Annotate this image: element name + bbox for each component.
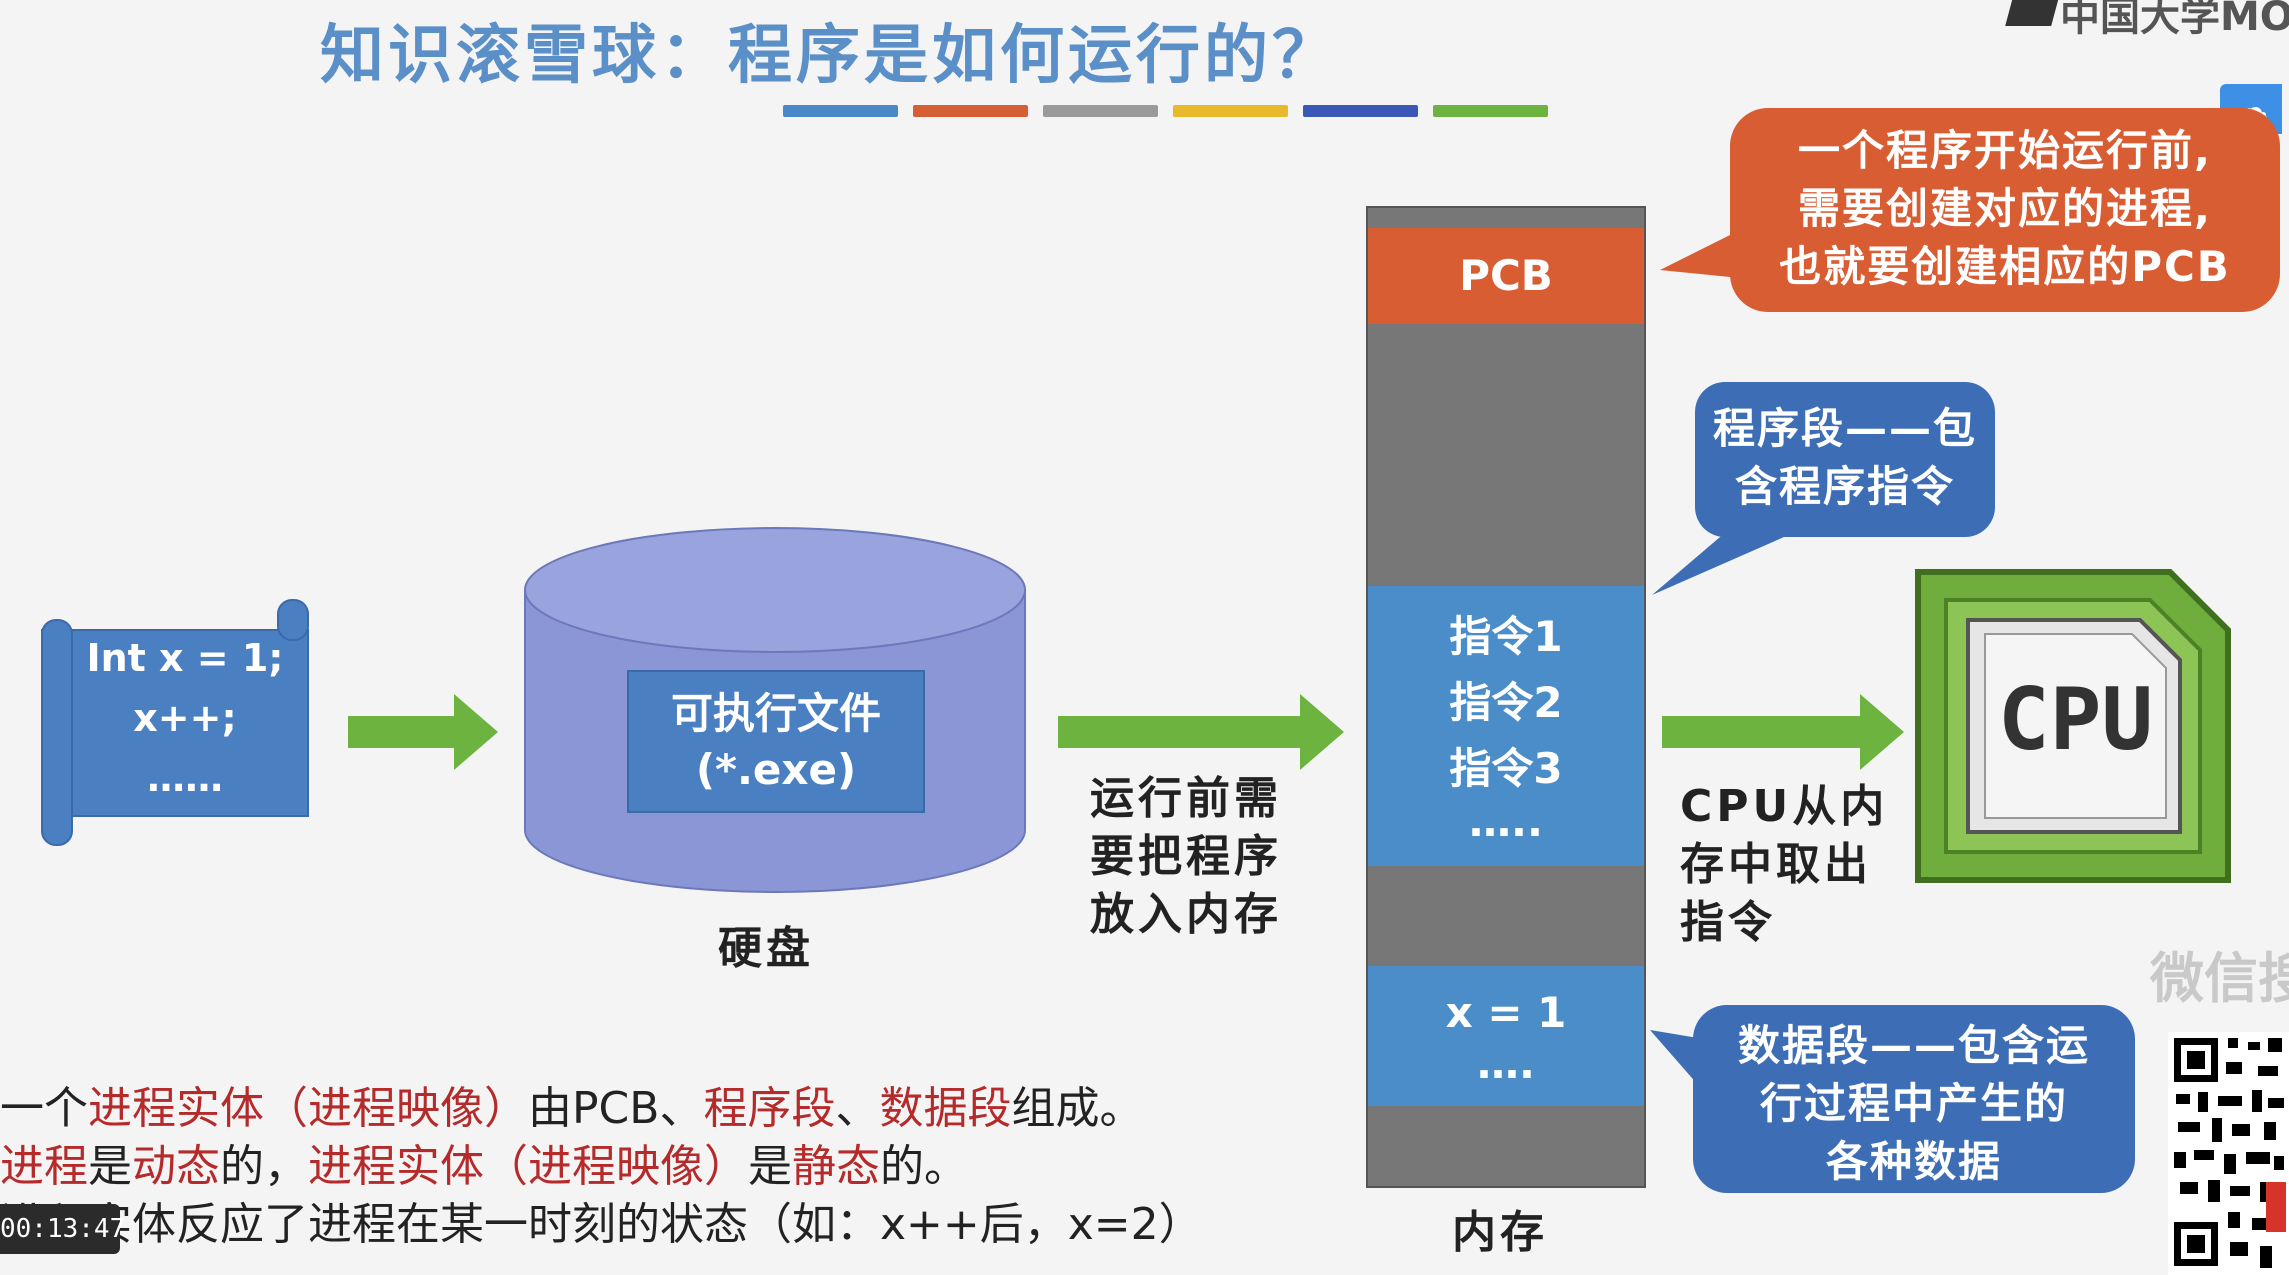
instruction-item: 指令3 bbox=[1449, 744, 1563, 793]
cpu-fetch-text: CPU从内 存中取出 指令 bbox=[1680, 778, 1888, 952]
executable-file-box: 可执行文件 (*.exe) bbox=[627, 670, 925, 813]
callout-line: 数据段——包含运 bbox=[1737, 1021, 2090, 1070]
load-text-line: 运行前需 bbox=[1090, 773, 1282, 824]
callout-line: 程序段——包 bbox=[1712, 404, 1977, 453]
code-line: …… bbox=[147, 756, 223, 800]
arrow-disk-to-memory bbox=[1058, 694, 1344, 770]
note-text: 是 bbox=[748, 1141, 792, 1192]
code-scroll-text: Int x = 1; x++; …… bbox=[60, 628, 310, 808]
callout-pcb: 一个程序开始运行前, 需要创建对应的进程, 也就要创建相应的PCB bbox=[1730, 108, 2280, 312]
callout-line: 一个程序开始运行前, bbox=[1798, 126, 2212, 175]
callout-line: 也就要创建相应的PCB bbox=[1779, 242, 2231, 291]
color-bar-segment bbox=[1433, 105, 1548, 117]
code-line: Int x = 1; bbox=[86, 636, 284, 680]
memory-pcb-block: PCB bbox=[1368, 228, 1644, 324]
exe-label-line2: (*.exe) bbox=[695, 745, 857, 794]
note-text: 、 bbox=[835, 1083, 880, 1134]
load-text-line: 要把程序 bbox=[1090, 831, 1282, 882]
note-text: 的， bbox=[220, 1141, 308, 1192]
memory-program-segment: 指令1 指令2 指令3 ….. bbox=[1368, 586, 1644, 866]
callout-data-segment: 数据段——包含运 行过程中产生的 各种数据 bbox=[1693, 1005, 2135, 1193]
note-line-2: 进程是动态的，进程实体（进程映像）是静态的。 bbox=[0, 1138, 1203, 1196]
callout-program-tail bbox=[1652, 520, 1800, 595]
page-title: 知识滚雪球：程序是如何运行的？ bbox=[320, 19, 1340, 93]
callout-program-segment: 程序段——包 含程序指令 bbox=[1695, 382, 1995, 537]
video-timestamp: 00:13:47 bbox=[0, 1204, 125, 1254]
note-text: 一个 bbox=[0, 1083, 88, 1134]
memory-data-segment: x = 1 …. bbox=[1368, 966, 1644, 1106]
note-line-1: 一个进程实体（进程映像）由PCB、程序段、数据段组成。 bbox=[0, 1080, 1203, 1138]
fetch-text-line: CPU从内 bbox=[1680, 781, 1889, 832]
pcb-label: PCB bbox=[1459, 251, 1553, 300]
note-text: 由PCB、 bbox=[528, 1083, 704, 1134]
instruction-item: 指令2 bbox=[1449, 678, 1563, 727]
memory-stack: PCB 指令1 指令2 指令3 ….. x = 1 …. bbox=[1366, 206, 1646, 1188]
cpu-chip-icon bbox=[1915, 569, 2231, 883]
callout-line: 含程序指令 bbox=[1734, 462, 1955, 511]
code-line: x++; bbox=[133, 696, 237, 740]
color-bar-segment bbox=[913, 105, 1028, 117]
mooc-logo-text: 中国大学MOOC bbox=[2060, 0, 2289, 40]
data-item: x = 1 bbox=[1445, 988, 1567, 1037]
note-emphasis: 动态 bbox=[132, 1141, 220, 1192]
note-emphasis: 进程 bbox=[0, 1141, 88, 1192]
note-text: 组成。 bbox=[1011, 1083, 1144, 1134]
disk-label: 硬盘 bbox=[718, 923, 814, 974]
title-color-bar bbox=[783, 105, 1548, 117]
callout-line: 各种数据 bbox=[1825, 1137, 2002, 1186]
cpu-label: CPU bbox=[1997, 670, 2154, 770]
note-emphasis: 进程实体（进程映像） bbox=[308, 1141, 748, 1192]
fetch-text-line: 存中取出 bbox=[1680, 839, 1872, 890]
note-text: 是 bbox=[88, 1141, 132, 1192]
arrow-code-to-disk bbox=[348, 694, 498, 770]
note-emphasis: 数据段 bbox=[879, 1083, 1012, 1134]
note-line-3: 进程实体反应了进程在某一时刻的状态（如：x++后，x=2） bbox=[0, 1199, 1203, 1250]
instruction-item: ….. bbox=[1469, 797, 1543, 846]
fetch-text-line: 指令 bbox=[1680, 897, 1776, 948]
note-emphasis: 程序段 bbox=[703, 1083, 836, 1134]
color-bar-segment bbox=[1303, 105, 1418, 117]
note-emphasis: 进程实体（进程映像） bbox=[88, 1083, 528, 1134]
qr-code-image[interactable] bbox=[2168, 1032, 2289, 1275]
code-scroll-shape bbox=[41, 599, 309, 846]
color-bar-segment bbox=[1043, 105, 1158, 117]
instruction-item: 指令1 bbox=[1449, 612, 1563, 661]
arrow-memory-to-cpu bbox=[1662, 694, 1904, 770]
callout-line: 行过程中产生的 bbox=[1759, 1079, 2068, 1128]
exe-label-line1: 可执行文件 bbox=[670, 689, 881, 738]
wechat-watermark: 微信搜 bbox=[2150, 947, 2289, 1010]
memory-label: 内存 bbox=[1452, 1207, 1548, 1258]
color-bar-segment bbox=[1173, 105, 1288, 117]
color-bar-segment bbox=[783, 105, 898, 117]
load-text-line: 放入内存 bbox=[1090, 889, 1282, 940]
load-program-text: 运行前需 要把程序 放入内存 bbox=[1090, 770, 1282, 944]
bottom-notes: 一个进程实体（进程映像）由PCB、程序段、数据段组成。 进程是动态的，进程实体（… bbox=[0, 1080, 1203, 1254]
note-emphasis: 静态 bbox=[792, 1141, 880, 1192]
data-item: …. bbox=[1477, 1039, 1535, 1088]
note-text: 的。 bbox=[880, 1141, 968, 1192]
callout-line: 需要创建对应的进程, bbox=[1798, 184, 2212, 233]
